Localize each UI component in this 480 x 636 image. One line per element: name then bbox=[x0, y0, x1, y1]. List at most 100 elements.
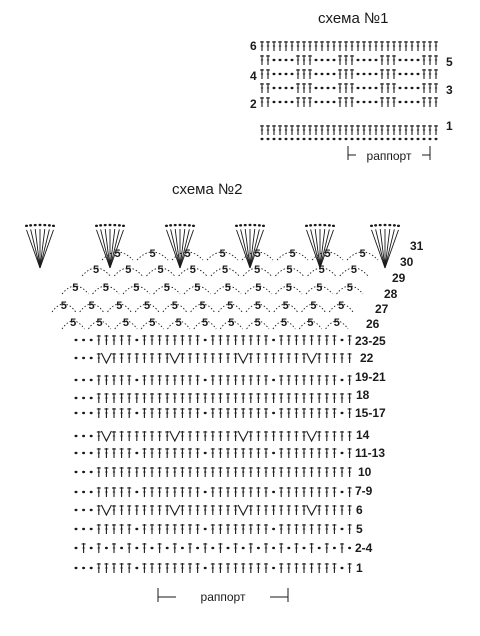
chain-stitch bbox=[89, 527, 93, 531]
chain-stitch bbox=[272, 86, 276, 90]
chain-stitch bbox=[404, 137, 408, 141]
chain-stitch bbox=[416, 72, 420, 76]
v-stitch bbox=[100, 504, 112, 517]
chain-stitch bbox=[196, 546, 200, 550]
chain-stitch bbox=[150, 546, 154, 550]
chain-stitch bbox=[388, 223, 392, 227]
chain-stitch bbox=[326, 72, 330, 76]
chain-stitch bbox=[356, 137, 360, 141]
chain-arch-count: 5 bbox=[184, 248, 190, 260]
scheme-2-row-label: 28 bbox=[384, 287, 398, 301]
scheme-2-body bbox=[74, 335, 352, 573]
chain-stitch bbox=[89, 470, 93, 474]
chain-stitch bbox=[38, 223, 42, 227]
chain-stitch bbox=[203, 527, 207, 531]
scheme-2-row-label: 10 bbox=[358, 465, 372, 479]
chain-stitch bbox=[362, 137, 366, 141]
chain-arch-count: 5 bbox=[255, 300, 261, 312]
chain-stitch bbox=[135, 378, 139, 382]
scheme-1-chart bbox=[260, 41, 438, 141]
chain-stitch bbox=[235, 224, 239, 228]
chain-arch bbox=[325, 320, 349, 330]
chain-stitch bbox=[320, 86, 324, 90]
chain-stitch bbox=[95, 224, 99, 228]
scheme-2-row-label: 11-13 bbox=[355, 446, 385, 460]
chain-stitch bbox=[239, 224, 243, 227]
chain-arch bbox=[61, 285, 89, 295]
chain-arch-count: 5 bbox=[70, 317, 76, 329]
chain-stitch bbox=[203, 338, 207, 342]
chain-stitch bbox=[370, 224, 374, 228]
chain-stitch bbox=[284, 86, 288, 90]
chain-stitch bbox=[82, 470, 86, 474]
chain-arch-count: 5 bbox=[123, 317, 129, 329]
chain-stitch bbox=[356, 86, 360, 90]
chain-stitch bbox=[323, 223, 327, 227]
scheme-2-row-label: 18 bbox=[356, 388, 370, 402]
v-stitch bbox=[237, 352, 249, 365]
chain-stitch bbox=[317, 546, 321, 550]
chain-stitch bbox=[318, 223, 322, 227]
v-stitch bbox=[169, 504, 181, 517]
chain-stitch bbox=[104, 546, 108, 550]
chain-stitch bbox=[302, 546, 306, 550]
chain-stitch bbox=[362, 86, 366, 90]
scheme-2-repeat-bracket bbox=[157, 588, 289, 602]
chain-stitch bbox=[398, 58, 402, 62]
chain-arch bbox=[171, 251, 204, 261]
chain-stitch bbox=[327, 224, 331, 227]
scheme-2-row-label: 23-25 bbox=[355, 334, 386, 348]
shell-fan bbox=[370, 223, 400, 269]
chain-stitch bbox=[203, 451, 207, 455]
scheme-2-row-label: 27 bbox=[375, 302, 389, 316]
chain-arch bbox=[193, 320, 217, 330]
chain-stitch bbox=[74, 546, 78, 550]
chain-arch-count: 5 bbox=[254, 264, 260, 276]
chain-stitch bbox=[165, 546, 169, 550]
chain-stitch bbox=[272, 338, 276, 342]
chain-arch bbox=[214, 285, 242, 295]
chain-arch-count: 5 bbox=[324, 248, 330, 260]
chain-arch-count: 5 bbox=[228, 317, 234, 329]
scheme-2-row-label: 6 bbox=[356, 503, 363, 517]
scheme-2-row-label: 7-9 bbox=[355, 484, 373, 498]
chain-stitch bbox=[272, 527, 276, 531]
chain-stitch bbox=[89, 451, 93, 455]
chain-stitch bbox=[272, 490, 276, 494]
chain-arch bbox=[346, 251, 379, 261]
v-stitch bbox=[169, 430, 181, 443]
chain-stitch bbox=[326, 86, 330, 90]
chain-stitch bbox=[332, 72, 336, 76]
chain-stitch bbox=[47, 224, 51, 227]
chain-stitch bbox=[261, 224, 265, 228]
chain-stitch bbox=[183, 223, 187, 227]
chain-stitch bbox=[416, 137, 420, 141]
chain-arch bbox=[276, 251, 309, 261]
chain-arch-count: 5 bbox=[316, 282, 322, 294]
chain-stitch bbox=[320, 72, 324, 76]
chain-stitch bbox=[410, 58, 414, 62]
chain-stitch bbox=[29, 224, 33, 227]
chain-stitch bbox=[89, 378, 93, 382]
chain-stitch bbox=[169, 224, 173, 227]
chain-stitch bbox=[203, 378, 207, 382]
chain-stitch bbox=[89, 546, 93, 550]
chain-stitch bbox=[278, 100, 282, 104]
chain-stitch bbox=[117, 224, 121, 227]
chain-stitch bbox=[331, 224, 335, 228]
chain-arch-count: 5 bbox=[334, 317, 340, 329]
chain-stitch bbox=[272, 72, 276, 76]
chain-stitch bbox=[135, 566, 139, 570]
chain-arch bbox=[301, 303, 326, 313]
chain-stitch bbox=[135, 411, 139, 415]
chain-stitch bbox=[428, 137, 432, 141]
chain-arch-count: 5 bbox=[164, 282, 170, 294]
v-stitch bbox=[169, 352, 181, 365]
v-stitch bbox=[306, 352, 318, 365]
scheme-2-row-label: 30 bbox=[400, 255, 414, 269]
chain-stitch bbox=[374, 72, 378, 76]
chain-arch-count: 5 bbox=[338, 300, 344, 312]
chain-arch bbox=[244, 285, 272, 295]
chain-arch bbox=[140, 320, 164, 330]
